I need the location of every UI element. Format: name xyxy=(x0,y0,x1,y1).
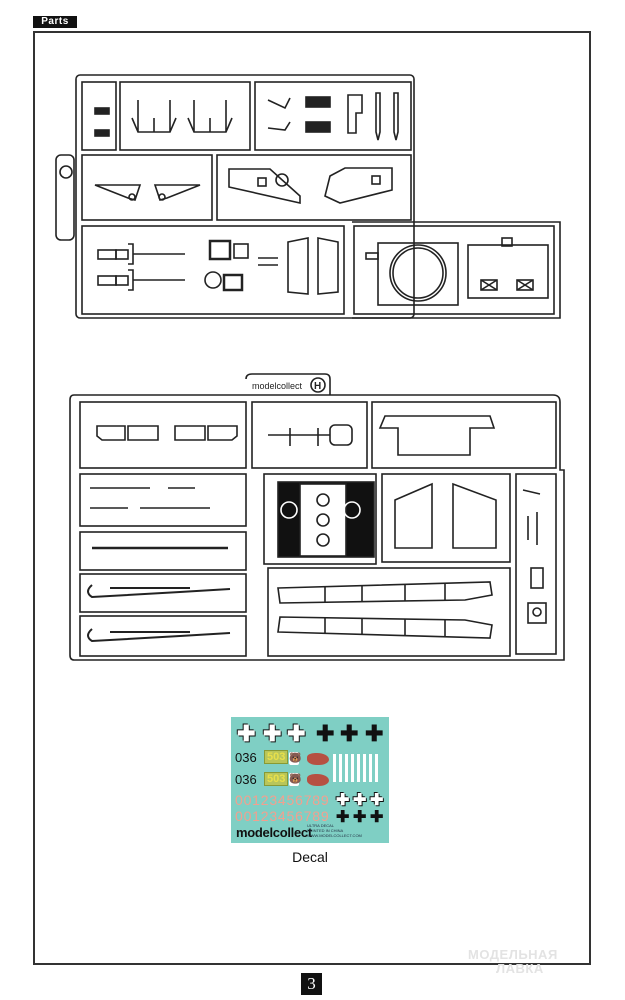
decal-unit-number: 503 xyxy=(264,772,289,786)
part-cell xyxy=(81,225,345,315)
unit-emblem-icon xyxy=(307,753,329,765)
balkenkreuz-icon: ✚ xyxy=(353,809,367,826)
page-number: 3 xyxy=(301,973,322,995)
sprue-tag-ring xyxy=(59,165,73,179)
upper-sprue-frame-right xyxy=(352,221,561,319)
page-frame xyxy=(33,31,591,965)
decal-hull-number: 036 xyxy=(235,772,257,787)
lower-sprue-frame xyxy=(69,394,565,661)
decal-digits-row: 00123456789 xyxy=(235,808,330,824)
decal-digits-row: 00123456789 xyxy=(235,792,330,808)
balkenkreuz-icon: ✚ xyxy=(336,809,350,826)
part-cell xyxy=(254,81,412,151)
balkenkreuz-icon: ✚ xyxy=(336,792,350,809)
balkenkreuz-icon: ✚ xyxy=(365,721,384,746)
decal-fine-print: ULTRA DECAL PRINTED IN CHINA WWW.MODELCO… xyxy=(307,823,362,838)
sprue-logo-text: modelcollect xyxy=(252,381,303,391)
balkenkreuz-icon: ✚ xyxy=(263,721,282,746)
balkenkreuz-icon: ✚ xyxy=(353,792,367,809)
decal-sheet: ✚ ✚ ✚ ✚ ✚ ✚ 036 503 🐻 036 503 🐻 00123456… xyxy=(231,717,389,843)
decal-caption: Decal xyxy=(292,849,328,865)
part-cell xyxy=(119,81,251,151)
berlin-bear-icon: 🐻 xyxy=(289,773,302,786)
balkenkreuz-icon: ✚ xyxy=(370,792,384,809)
balkenkreuz-icon: ✚ xyxy=(287,721,306,746)
upper-sprue xyxy=(55,74,561,319)
part-cell xyxy=(81,81,117,151)
sprue-tab xyxy=(55,154,75,241)
balkenkreuz-icon: ✚ xyxy=(237,721,256,746)
watermark: МОДЕЛЬНАЯ ЛАВКА xyxy=(468,947,558,976)
unit-emblem-icon xyxy=(307,774,329,786)
balkenkreuz-icon: ✚ xyxy=(316,721,335,746)
part-cell xyxy=(216,154,412,221)
berlin-bear-icon: 🐻 xyxy=(289,752,302,765)
decal-hull-number: 036 xyxy=(235,750,257,765)
section-label-parts: Parts xyxy=(33,16,77,28)
decal-stripes xyxy=(333,754,381,782)
sprue-letter: H xyxy=(314,381,321,392)
lower-sprue xyxy=(69,373,565,661)
upper-sprue-frame-left xyxy=(75,74,415,319)
part-cell xyxy=(353,225,555,315)
sprue-logo-tab xyxy=(245,373,331,395)
part-cell xyxy=(81,154,213,221)
sprue-letter-ring xyxy=(310,377,326,393)
balkenkreuz-icon: ✚ xyxy=(370,809,384,826)
balkenkreuz-icon: ✚ xyxy=(340,721,359,746)
decal-logo: modelcollect xyxy=(236,825,312,840)
decal-unit-number: 503 xyxy=(264,750,289,764)
